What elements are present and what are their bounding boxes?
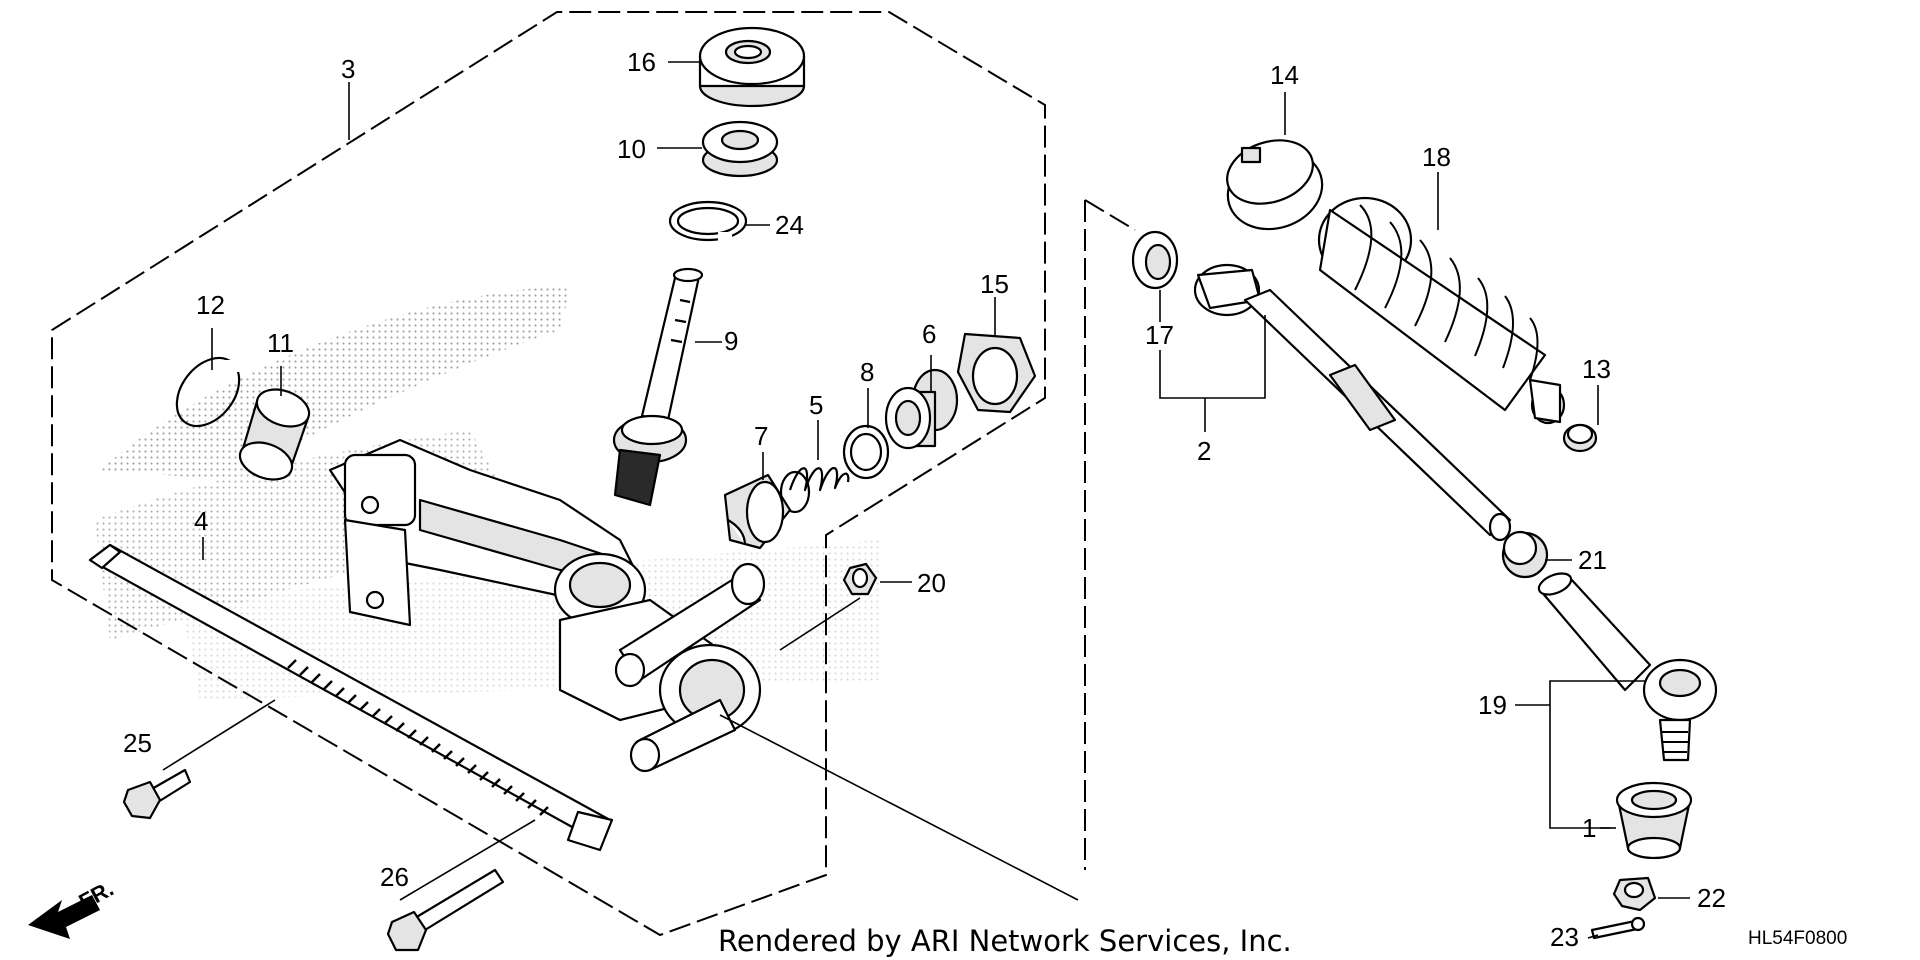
part-19-tie-rod-end[interactable] [1536, 569, 1718, 762]
callout-19: 19 [1478, 690, 1507, 720]
part-6-rack-guide-screw[interactable] [884, 368, 959, 450]
part-17-lock-washer[interactable] [1131, 230, 1179, 290]
callout-22: 22 [1697, 883, 1726, 913]
part-23-cotter-pin[interactable] [1590, 916, 1646, 940]
callout-14: 14 [1270, 60, 1299, 90]
callout-16: 16 [627, 47, 656, 77]
front-direction-indicator: FR. [28, 876, 118, 939]
part-14-boot-band[interactable] [1218, 130, 1333, 241]
part-16-dust-seal[interactable] [698, 26, 806, 108]
part-22-castle-nut[interactable] [1612, 876, 1657, 912]
footer-credit: Rendered by ARI Network Services, Inc. [718, 924, 1292, 958]
callout-17: 17 [1145, 320, 1174, 350]
part-13-clamp[interactable] [1562, 423, 1598, 453]
callout-21: 21 [1578, 545, 1607, 575]
callout-18: 18 [1422, 142, 1451, 172]
part-24-snap-ring[interactable] [668, 200, 748, 242]
callouts: 3 16 10 24 9 12 11 15 6 8 5 7 4 20 25 26… [123, 47, 1726, 952]
part-7-rack-guide[interactable] [723, 473, 792, 550]
callout-5: 5 [809, 390, 823, 420]
callout-25: 25 [123, 728, 152, 758]
part-4-rack[interactable] [88, 543, 614, 852]
part-26-bolt[interactable] [386, 868, 505, 952]
callout-11: 11 [267, 328, 294, 358]
part-2-tie-rod[interactable] [1193, 263, 1512, 542]
callout-23: 23 [1550, 922, 1579, 952]
part-12-circlip[interactable] [164, 346, 252, 438]
arrow-left-icon [28, 895, 100, 939]
part-15-lock-nut[interactable] [956, 332, 1037, 414]
part-25-bolt[interactable] [122, 768, 192, 820]
callout-1: 1 [1582, 813, 1596, 843]
callout-9: 9 [724, 326, 738, 356]
callout-10: 10 [617, 134, 646, 164]
part-18-boot[interactable] [1317, 196, 1566, 425]
assembly-outline-2-top [1084, 199, 1136, 231]
leader-lines [162, 61, 1690, 939]
callout-15: 15 [980, 269, 1009, 299]
diagram-code: HL54F0800 [1748, 928, 1847, 949]
part-3-gearbox-housing[interactable] [328, 438, 766, 773]
callout-6: 6 [922, 319, 936, 349]
part-9-pinion-shaft[interactable] [612, 267, 704, 507]
part-10-oil-seal[interactable] [701, 120, 779, 178]
callout-24: 24 [775, 210, 804, 240]
callout-7: 7 [754, 421, 768, 451]
callout-12: 12 [196, 290, 225, 320]
callout-3: 3 [341, 54, 355, 84]
callout-4: 4 [194, 506, 208, 536]
callout-13: 13 [1582, 354, 1611, 384]
part-21-lock-nut[interactable] [1501, 530, 1549, 579]
part-1-dust-boot[interactable] [1615, 781, 1693, 860]
assembly-outline-3 [51, 11, 1046, 937]
part-11-bushing[interactable] [235, 383, 314, 486]
callout-8: 8 [860, 357, 874, 387]
part-5-spring[interactable] [779, 467, 850, 514]
callout-26: 26 [380, 862, 409, 892]
callout-20: 20 [917, 568, 946, 598]
callout-2: 2 [1197, 436, 1211, 466]
part-8-o-ring[interactable] [842, 424, 890, 480]
part-20-nut[interactable] [842, 562, 878, 596]
